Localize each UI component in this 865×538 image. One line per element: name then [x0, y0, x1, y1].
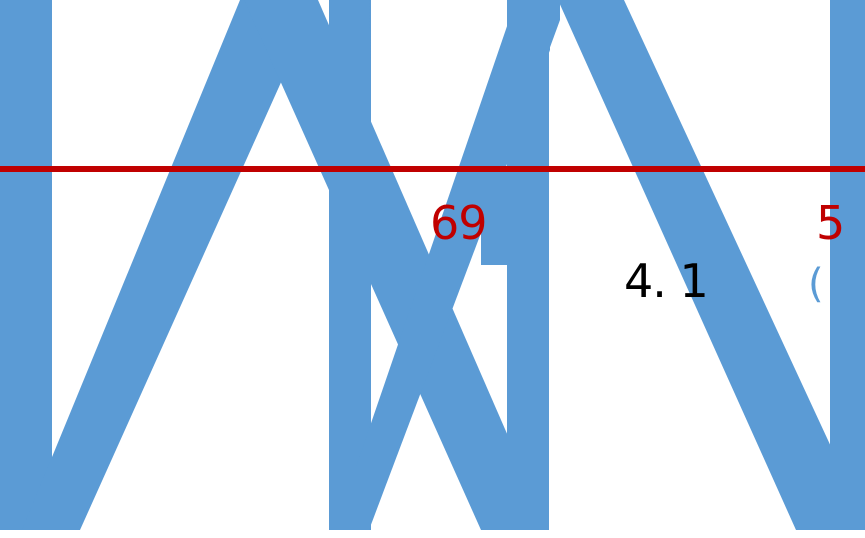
red-number-label: 69: [430, 196, 488, 250]
red-horizontal-line: [0, 166, 865, 172]
edge-red-label: 5: [816, 196, 845, 250]
blue-diagonal-5: [549, 0, 560, 50]
blue-diagonal-2: [244, 0, 549, 530]
white-gap-mid: [481, 172, 507, 265]
blue-right-edge-bar: [830, 0, 865, 530]
blue-left-bar: [0, 0, 52, 530]
blue-right-center-bar: [507, 0, 549, 530]
blue-diagonal-3: [355, 0, 550, 530]
blue-diagonal-4: [558, 0, 865, 530]
edge-paren-label: (: [808, 261, 824, 307]
blue-center-bar: [329, 0, 371, 530]
blue-diagonal-1: [22, 0, 318, 530]
blue-diagonal-left-return: [369, 0, 371, 60]
black-number-label: 4. 1: [624, 254, 709, 308]
